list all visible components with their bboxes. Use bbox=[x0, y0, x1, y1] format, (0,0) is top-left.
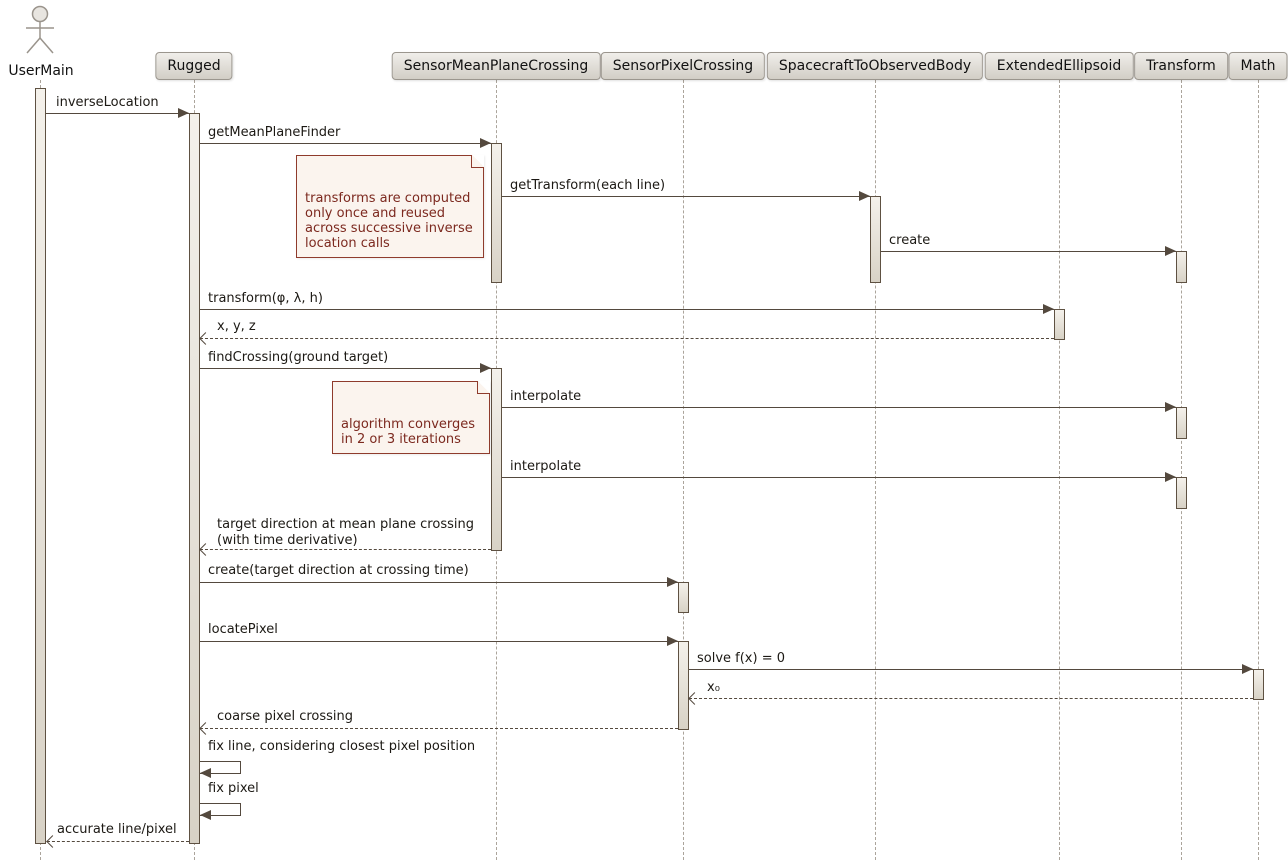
note-fold-icon bbox=[477, 381, 490, 394]
arrowhead-right-icon bbox=[1165, 246, 1176, 256]
participant-math: Math bbox=[1228, 52, 1288, 80]
message-label: interpolate bbox=[510, 459, 582, 474]
message-label: interpolate bbox=[510, 389, 582, 404]
arrowhead-right-icon bbox=[178, 108, 189, 118]
arrowhead-left-icon bbox=[199, 543, 212, 556]
note-fold-icon bbox=[471, 155, 484, 168]
participant-sensorpixelcrossing: SensorPixelCrossing bbox=[600, 52, 766, 80]
participant-spacecrafttoobservedbody: SpacecraftToObservedBody bbox=[766, 52, 984, 80]
message-line bbox=[502, 196, 870, 197]
message-line bbox=[881, 251, 1176, 252]
participant-extendedellipsoid: ExtendedEllipsoid bbox=[984, 52, 1134, 80]
arrowhead-left-icon bbox=[200, 768, 211, 778]
message-label: x₀ bbox=[707, 680, 720, 695]
message-line bbox=[200, 728, 678, 729]
message-line bbox=[502, 407, 1176, 408]
lifeline-transform bbox=[1181, 80, 1182, 860]
note-algorithm-converges: algorithm converges in 2 or 3 iterations bbox=[332, 381, 490, 454]
lifeline-spacecrafttoobservedbody bbox=[875, 80, 876, 860]
message-line bbox=[200, 641, 678, 642]
arrowhead-right-icon bbox=[1165, 472, 1176, 482]
message-line bbox=[200, 582, 678, 583]
message-label: coarse pixel crossing bbox=[217, 709, 354, 724]
message-label: accurate line/pixel bbox=[57, 822, 177, 837]
note-transforms-reused: transforms are computed only once and re… bbox=[296, 155, 484, 258]
activation-smpc-2 bbox=[491, 368, 502, 551]
message-line bbox=[200, 309, 1054, 310]
message-line bbox=[200, 549, 491, 550]
participant-transform: Transform bbox=[1134, 52, 1228, 80]
participant-sensormeanplanecrossing: SensorMeanPlaneCrossing bbox=[391, 52, 601, 80]
message-label: fix pixel bbox=[208, 781, 259, 796]
message-line bbox=[46, 113, 189, 114]
participant-rugged: Rugged bbox=[155, 52, 233, 80]
activation-spc-2 bbox=[678, 641, 689, 730]
message-line bbox=[689, 698, 1253, 699]
arrowhead-left-icon bbox=[199, 332, 212, 345]
message-line bbox=[200, 338, 1054, 339]
note-text: transforms are computed only once and re… bbox=[305, 191, 473, 251]
actor-name: UserMain bbox=[8, 63, 74, 79]
message-label: solve f(x) = 0 bbox=[697, 651, 786, 666]
message-label: create(target direction at crossing time… bbox=[208, 563, 469, 578]
message-label: fix line, considering closest pixel posi… bbox=[208, 739, 476, 754]
message-line bbox=[502, 477, 1176, 478]
message-line bbox=[200, 143, 491, 144]
activation-usermain bbox=[35, 88, 46, 844]
message-label: transform(φ, λ, h) bbox=[208, 291, 323, 306]
message-line bbox=[47, 841, 189, 842]
message-label: getTransform(each line) bbox=[510, 178, 666, 193]
lifeline-extendedellipsoid bbox=[1059, 80, 1060, 860]
actor-icon bbox=[26, 5, 54, 54]
arrowhead-right-icon bbox=[1043, 304, 1054, 314]
arrowhead-right-icon bbox=[667, 636, 678, 646]
activation-sctob bbox=[870, 196, 881, 283]
arrowhead-right-icon bbox=[480, 363, 491, 373]
activation-transform-1 bbox=[1176, 251, 1187, 283]
activation-spc-1 bbox=[678, 582, 689, 613]
lifeline-sensorpixelcrossing bbox=[683, 80, 684, 860]
message-label: findCrossing(ground target) bbox=[208, 350, 389, 365]
arrowhead-right-icon bbox=[859, 191, 870, 201]
lifeline-math bbox=[1258, 80, 1259, 860]
arrowhead-right-icon bbox=[1242, 664, 1253, 674]
arrowhead-left-icon bbox=[688, 692, 701, 705]
self-call-loop bbox=[200, 803, 241, 816]
message-line bbox=[689, 669, 1253, 670]
message-line bbox=[200, 368, 491, 369]
message-label: locatePixel bbox=[208, 622, 278, 637]
message-label: x, y, z bbox=[217, 319, 256, 334]
activation-smpc-1 bbox=[491, 143, 502, 283]
arrowhead-left-icon bbox=[200, 810, 211, 820]
activation-rugged bbox=[189, 113, 200, 844]
message-label: target direction at mean plane crossing … bbox=[217, 517, 474, 548]
message-label: inverseLocation bbox=[56, 95, 159, 110]
activation-transform-2 bbox=[1176, 407, 1187, 439]
arrowhead-right-icon bbox=[480, 138, 491, 148]
arrowhead-left-icon bbox=[199, 722, 212, 735]
message-label: create bbox=[889, 233, 931, 248]
message-label: getMeanPlaneFinder bbox=[208, 125, 341, 140]
activation-math bbox=[1253, 669, 1264, 700]
activation-transform-3 bbox=[1176, 477, 1187, 509]
arrowhead-right-icon bbox=[1165, 402, 1176, 412]
activation-extendedellipsoid bbox=[1054, 309, 1065, 340]
self-call-loop bbox=[200, 761, 241, 774]
note-text: algorithm converges in 2 or 3 iterations bbox=[341, 417, 476, 447]
arrowhead-right-icon bbox=[667, 577, 678, 587]
